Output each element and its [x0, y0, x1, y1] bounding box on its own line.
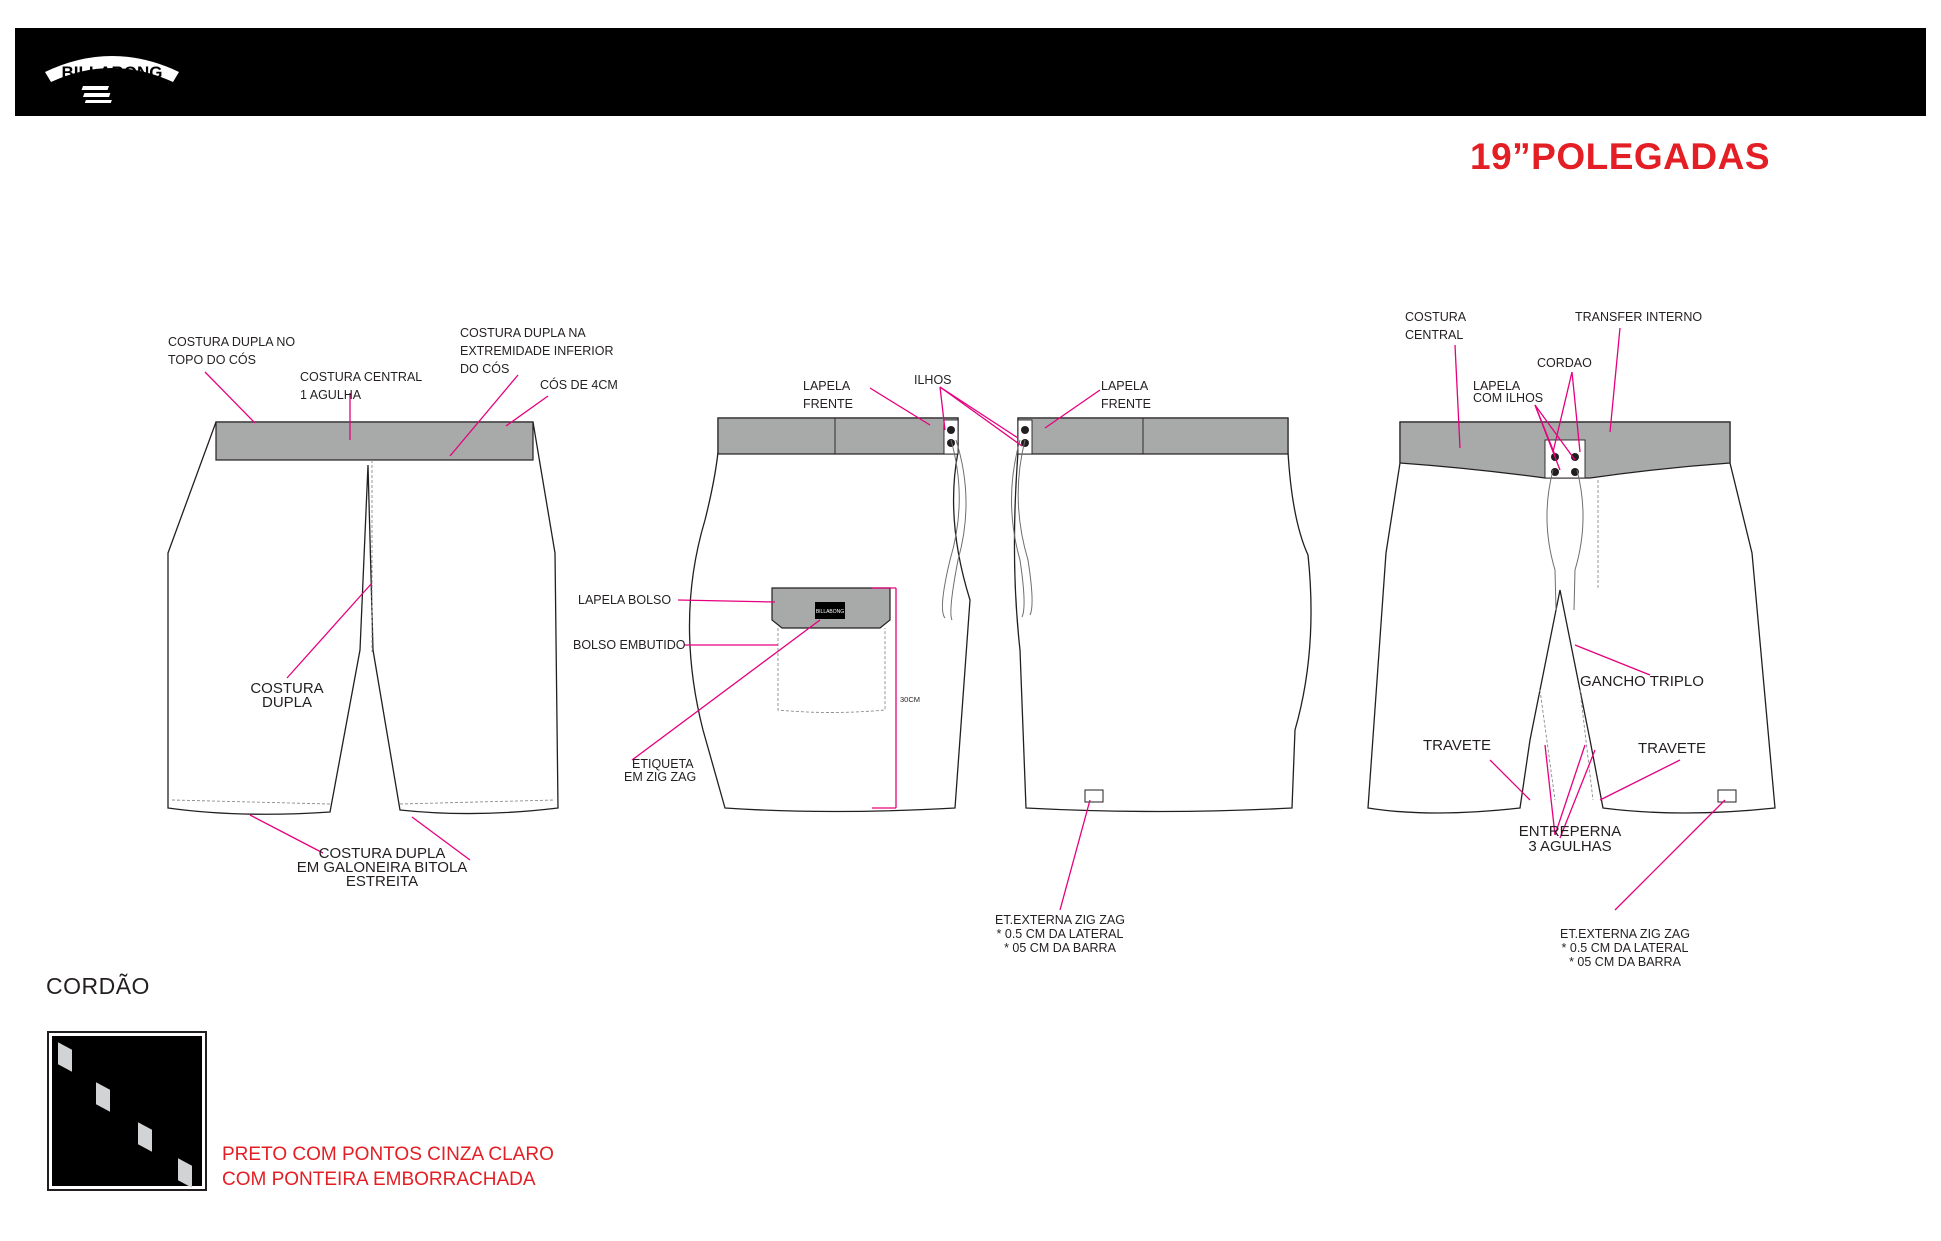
back-top-stitch-1: COSTURA DUPLA NO — [168, 335, 295, 349]
back-lower-stitch-1: COSTURA DUPLA NA — [460, 326, 586, 340]
front-ext-3: * 05 CM DA BARRA — [1569, 955, 1682, 969]
pocket-logo-label — [815, 602, 845, 619]
back-double-stitch-2: DUPLA — [262, 694, 312, 711]
front-center-2: CENTRAL — [1405, 328, 1463, 342]
side-ext-3: * 05 CM DA BARRA — [1004, 941, 1117, 955]
left-side-waistband — [717, 417, 959, 455]
back-hem-3: ESTREITA — [346, 873, 418, 890]
right-side-ext-label — [1084, 789, 1104, 803]
header-bar: BILLABONG — [15, 28, 1926, 116]
side-ext-1: ET.EXTERNA ZIG ZAG — [995, 913, 1125, 927]
cord-desc-line-2: COM PONTEIRA EMBORRACHADA — [222, 1169, 536, 1190]
back-top-stitch-2: TOPO DO CÓS — [168, 352, 256, 367]
right-flap-2: FRENTE — [1101, 397, 1151, 411]
cord-swatch-pattern — [52, 1036, 202, 1188]
back-view: COSTURA DUPLA NO TOPO DO CÓS COSTURA CEN… — [167, 326, 618, 890]
back-lower-stitch-3: DO CÓS — [460, 361, 509, 376]
back-waistband — [215, 421, 534, 461]
side-ext-2: * 0.5 CM DA LATERAL — [997, 927, 1124, 941]
front-view: COSTURA CENTRAL TRANSFER INTERNO CORDAO … — [1367, 310, 1776, 969]
front-ext-2: * 0.5 CM DA LATERAL — [1562, 941, 1689, 955]
cord-title: CORDÃO — [46, 973, 150, 999]
front-bartack-left: TRAVETE — [1423, 737, 1491, 754]
front-ext-1: ET.EXTERNA ZIG ZAG — [1560, 927, 1690, 941]
back-shorts-outline — [167, 421, 559, 815]
left-flap-2: FRENTE — [803, 397, 853, 411]
side-views: BILLABONG 30CM LAPELA FRENTE ILHOS LAPEL… — [573, 373, 1312, 955]
front-center-1: COSTURA — [1405, 310, 1467, 324]
right-side-waistband — [1017, 417, 1289, 455]
billabong-logo: BILLABONG — [45, 56, 179, 103]
logo-text: BILLABONG — [61, 63, 162, 82]
back-double-stitch-1: COSTURA — [250, 680, 323, 697]
front-flap-1: LAPELA — [1473, 379, 1521, 393]
front-flap-2: COM ILHOS — [1473, 391, 1543, 405]
front-bartack-right: TRAVETE — [1638, 740, 1706, 757]
cord-desc-line-1: PRETO COM PONTOS CINZA CLARO — [222, 1144, 554, 1165]
inset-pocket-label: BOLSO EMBUTIDO — [573, 638, 686, 652]
back-center-seam-1: COSTURA CENTRAL — [300, 370, 422, 384]
back-lower-stitch-2: EXTREMIDADE INFERIOR — [460, 344, 614, 358]
size-title: 19”POLEGADAS — [1470, 136, 1771, 177]
front-inseam-1: ENTREPERNA — [1519, 823, 1622, 840]
svg-text:BILLABONG: BILLABONG — [816, 609, 844, 615]
eyelets-label: ILHOS — [914, 373, 952, 387]
back-hem-1: COSTURA DUPLA — [319, 845, 446, 862]
back-waistband-width: CÓS DE 4CM — [540, 377, 618, 392]
front-hook: GANCHO TRIPLO — [1580, 673, 1704, 690]
pocket-depth: 30CM — [900, 695, 920, 704]
front-transfer: TRANSFER INTERNO — [1575, 310, 1702, 324]
right-side-outline — [1013, 417, 1312, 813]
front-cord: CORDAO — [1537, 356, 1592, 370]
front-shorts-outline — [1367, 421, 1776, 814]
zigzag-label-2: EM ZIG ZAG — [624, 770, 696, 784]
front-ext-label — [1717, 789, 1737, 803]
zigzag-label-1: ETIQUETA — [632, 757, 694, 771]
right-flap-1: LAPELA — [1101, 379, 1149, 393]
cord-description: PRETO COM PONTOS CINZA CLARO COM PONTEIR… — [222, 1142, 554, 1192]
cord-swatch — [47, 1031, 207, 1191]
back-center-seam-2: 1 AGULHA — [300, 388, 362, 402]
front-inseam-2: 3 AGULHAS — [1528, 838, 1611, 855]
pocket-flap-label: LAPELA BOLSO — [578, 593, 671, 607]
back-hem-2: EM GALONEIRA BITOLA — [297, 859, 468, 876]
left-flap-1: LAPELA — [803, 379, 851, 393]
